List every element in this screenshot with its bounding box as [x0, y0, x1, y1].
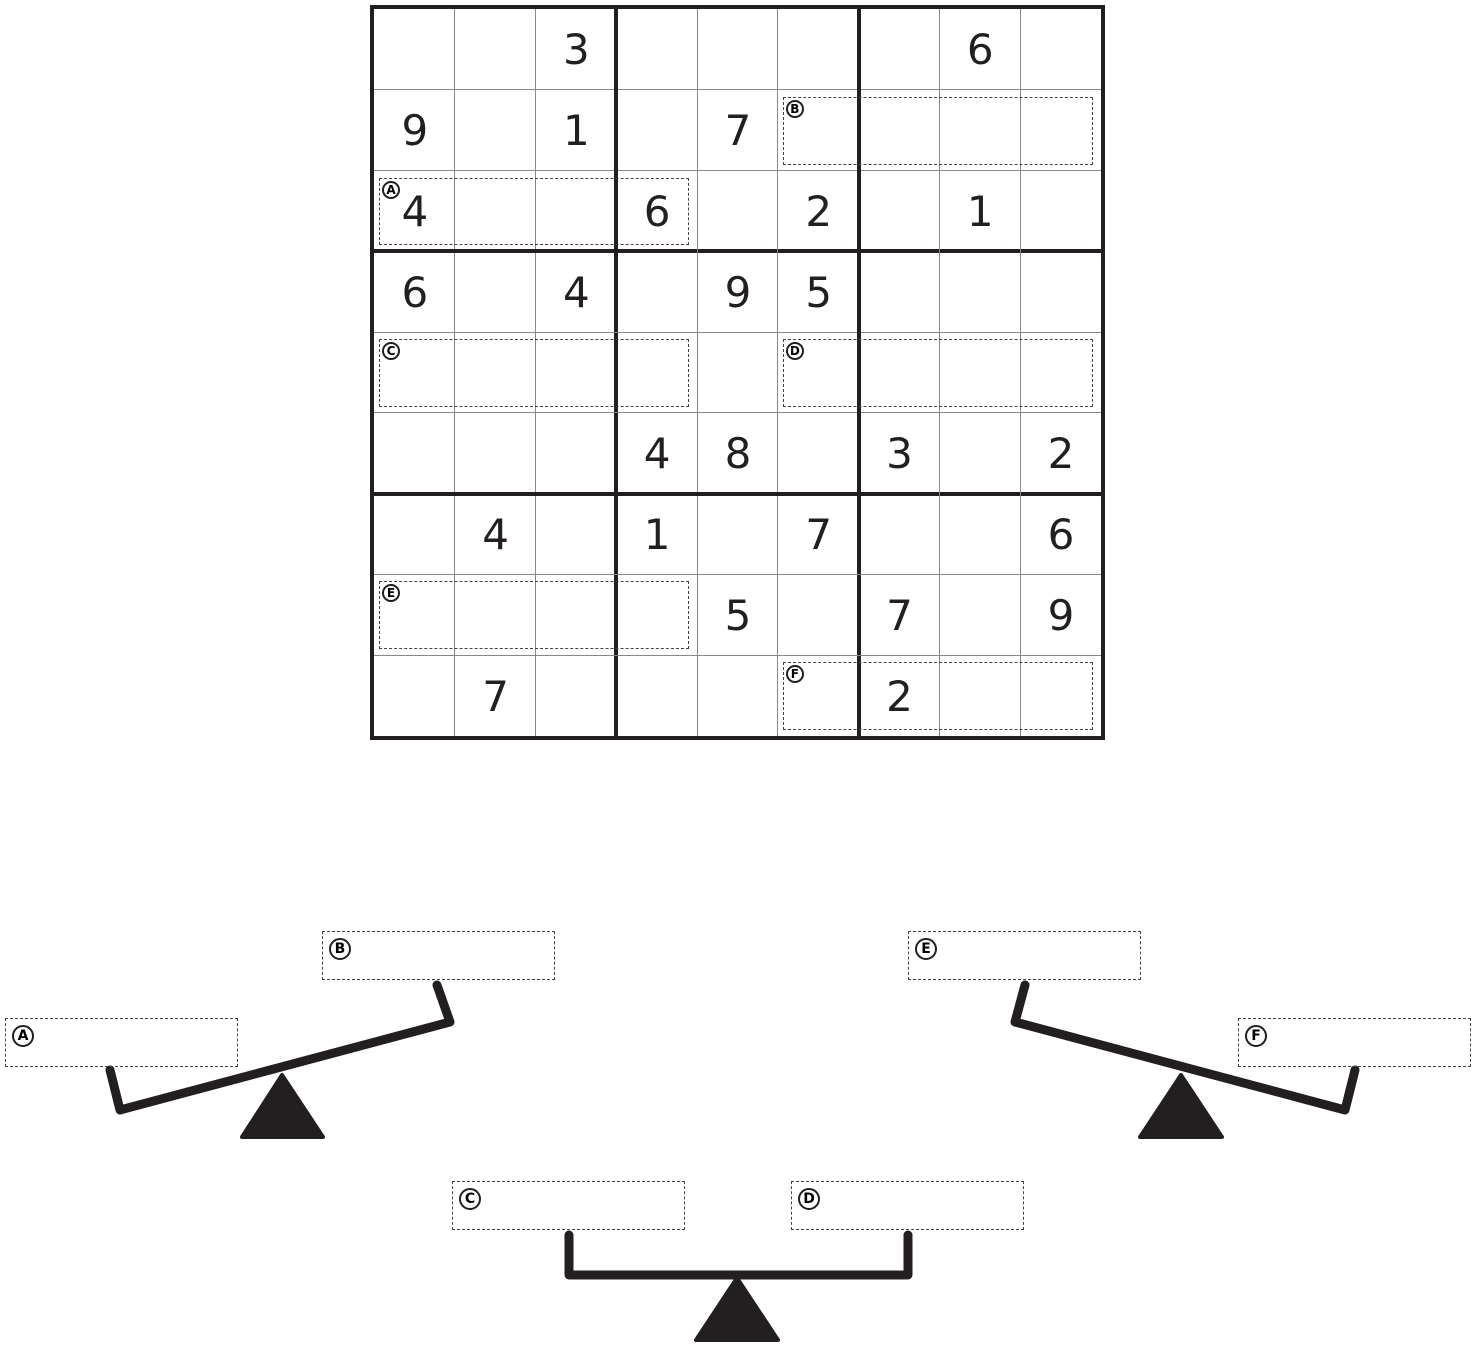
cell-r3c6[interactable]: 2 [805, 186, 833, 236]
scale-pan-e[interactable]: E [908, 931, 1141, 980]
left-scale [105, 980, 455, 1115]
region-box-e: E [379, 581, 690, 650]
grid-line [374, 89, 1101, 91]
cell-r6c4[interactable]: 4 [643, 429, 671, 479]
middle-scale-beam [564, 1230, 913, 1280]
scale-pan-f[interactable]: F [1238, 1018, 1471, 1067]
cell-r4c1[interactable]: 6 [401, 267, 429, 317]
region-label-c: C [382, 342, 400, 361]
region-label-d: D [785, 342, 804, 361]
cell-r8c5[interactable]: 5 [724, 590, 752, 640]
region-label-c: C [459, 1188, 481, 1210]
region-label-f: F [1245, 1025, 1267, 1047]
cell-r4c6[interactable]: 5 [805, 267, 833, 317]
cell-r2c5[interactable]: 7 [724, 106, 752, 156]
scale-pan-b[interactable]: B [322, 931, 555, 980]
right-scale-fulcrum [1138, 1073, 1224, 1139]
box-border-line [374, 249, 1101, 254]
cell-r1c3[interactable]: 3 [563, 25, 590, 75]
scale-pan-a[interactable]: A [5, 1018, 238, 1067]
box-border-line [614, 9, 619, 736]
left-scale-fulcrum [240, 1073, 325, 1139]
grid-line [374, 654, 1101, 656]
box-border-line [856, 9, 861, 736]
sudoku-grid: 3 6 9 1 7 4 6 2 1 6 4 9 5 4 8 3 2 4 1 7 6 5 7 9 7 2 A B C D E F [370, 5, 1105, 740]
grid-line [535, 9, 537, 736]
region-box-c: C [379, 339, 690, 407]
grid-line [696, 9, 698, 736]
cell-r3c8[interactable]: 1 [966, 186, 994, 236]
region-box-a: A [379, 177, 690, 246]
grid-line [454, 9, 456, 736]
grid-line [374, 331, 1101, 333]
left-scale-beam [105, 980, 455, 1115]
box-border-line [374, 491, 1101, 496]
grid-line [938, 9, 940, 736]
grid-line [374, 573, 1101, 575]
cell-r7c6[interactable]: 7 [805, 509, 833, 559]
region-label-d: D [798, 1188, 820, 1210]
region-label-b: B [785, 99, 804, 118]
scale-pan-c[interactable]: C [452, 1181, 685, 1230]
cell-r6c7[interactable]: 3 [886, 429, 913, 479]
region-box-f: F [782, 662, 1093, 730]
grid-line [1019, 9, 1021, 736]
cell-r7c2[interactable]: 4 [482, 509, 509, 559]
region-label-b: B [329, 938, 351, 960]
cell-r9c7[interactable]: 2 [886, 671, 913, 721]
region-box-b: B [782, 96, 1093, 165]
grid-line [777, 9, 779, 736]
cell-r2c1[interactable]: 9 [401, 106, 429, 156]
cell-r1c8[interactable]: 6 [966, 25, 994, 75]
region-label-e: E [382, 584, 400, 603]
cell-r2c3[interactable]: 1 [563, 106, 590, 156]
right-scale-beam [1010, 980, 1360, 1115]
region-box-d: D [782, 339, 1093, 407]
grid-line [374, 170, 1101, 172]
cell-r8c7[interactable]: 7 [886, 590, 913, 640]
grid-line [374, 412, 1101, 414]
cell-r7c9[interactable]: 6 [1047, 509, 1075, 559]
cell-r7c4[interactable]: 1 [643, 509, 671, 559]
region-label-a: A [382, 180, 400, 199]
cell-r6c5[interactable]: 8 [724, 429, 752, 479]
scale-pan-d[interactable]: D [791, 1181, 1024, 1230]
region-label-a: A [12, 1025, 34, 1047]
middle-scale-fulcrum [694, 1276, 780, 1342]
cell-r9c2[interactable]: 7 [482, 671, 509, 721]
region-label-e: E [915, 938, 937, 960]
cell-r3c4[interactable]: 6 [643, 186, 671, 236]
region-label-f: F [785, 665, 804, 684]
cell-r4c3[interactable]: 4 [563, 267, 590, 317]
cell-r3c1[interactable]: 4 [401, 186, 429, 236]
cell-r6c9[interactable]: 2 [1047, 429, 1075, 479]
cell-r8c9[interactable]: 9 [1047, 590, 1075, 640]
cell-r4c5[interactable]: 9 [724, 267, 752, 317]
